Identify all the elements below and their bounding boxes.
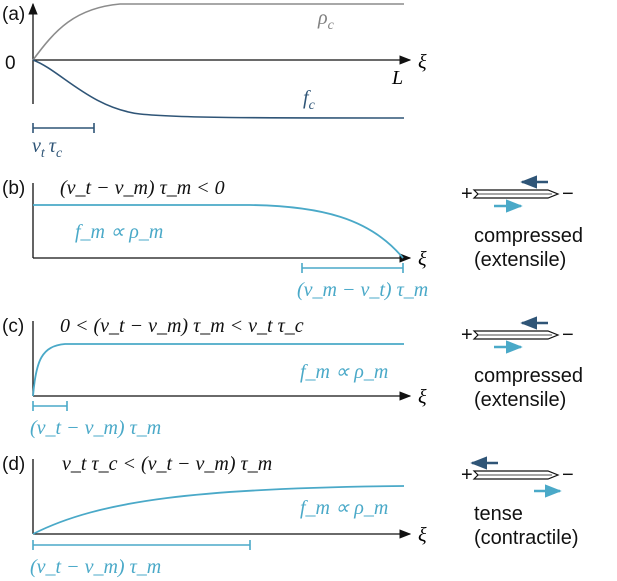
svg-text:−: −	[562, 464, 574, 486]
panel-c-xi-label: ξ	[418, 386, 427, 408]
panel-b-state: compressed	[474, 225, 583, 247]
svg-text:+: +	[461, 324, 473, 346]
panel-b-filament-icon: + −	[461, 175, 574, 213]
panel-b-xi-label: ξ	[418, 248, 427, 270]
svg-text:+: +	[461, 464, 473, 486]
rho-c-label: ρc	[317, 7, 335, 33]
panel-d-state: tense	[474, 503, 523, 525]
panel-d: (d) v_t τ_c < (v_t − v_m) τ_m ξ f_m ∝ ρ_…	[2, 453, 578, 578]
panel-c-filament-icon: + −	[461, 316, 574, 354]
panel-c-label: (c)	[2, 316, 24, 337]
panel-b-scale-label: (v_m − v_t) τ_m	[297, 279, 428, 301]
panel-b-curve-label: f_m ∝ ρ_m	[75, 221, 163, 243]
plus-sign: +	[461, 183, 473, 205]
panel-a-L-label: L	[391, 67, 403, 89]
panel-d-state-note: (contractile)	[474, 527, 578, 549]
panel-b-condition: (v_t − v_m) τ_m < 0	[60, 177, 225, 199]
panel-a-label: (a)	[2, 4, 25, 25]
panel-c-fm-curve	[32, 343, 404, 397]
panel-c-state-note: (extensile)	[474, 389, 566, 411]
panel-b: (b) (v_t − v_m) τ_m < 0 ξ f_m ∝ ρ_m (v_m…	[2, 175, 583, 301]
f-c-label: fc	[303, 87, 316, 113]
panel-d-scale-label: (v_t − v_m) τ_m	[30, 556, 161, 578]
panel-c-condition: 0 < (v_t − v_m) τ_m < v_t τ_c	[60, 315, 304, 337]
f-c-curve	[32, 59, 405, 119]
panel-b-state-note: (extensile)	[474, 249, 566, 271]
panel-b-fm-curve	[33, 204, 404, 259]
panel-c-scale-label: (v_t − v_m) τ_m	[30, 417, 161, 439]
panel-a-xi-label: ξ	[418, 51, 427, 73]
panel-c-state: compressed	[474, 365, 583, 387]
rho-c-curve	[32, 3, 404, 61]
panel-d-label: (d)	[2, 454, 25, 475]
panel-b-label: (b)	[2, 178, 25, 199]
panel-d-fm-curve	[32, 485, 405, 535]
panel-c-curve-label: f_m ∝ ρ_m	[300, 361, 388, 383]
panel-d-filament-icon: + −	[461, 456, 574, 498]
svg-text:−: −	[562, 324, 574, 346]
panel-c: (c) 0 < (v_t − v_m) τ_m < v_t τ_c ξ f_m …	[2, 315, 583, 439]
minus-sign: −	[562, 183, 574, 205]
panel-a-zero-label: 0	[5, 53, 16, 74]
panel-d-condition: v_t τ_c < (v_t − v_m) τ_m	[62, 453, 272, 475]
panel-d-xi-label: ξ	[418, 524, 427, 546]
panel-d-curve-label: f_m ∝ ρ_m	[300, 497, 388, 519]
